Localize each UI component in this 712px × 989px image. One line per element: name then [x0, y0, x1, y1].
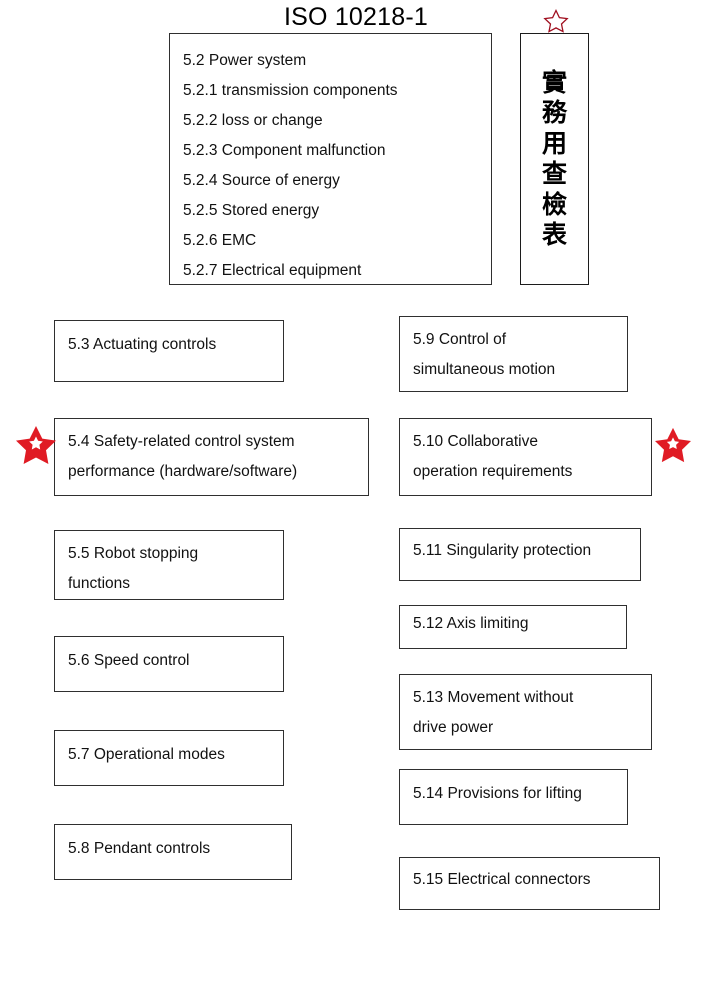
list-item: 5.2.2 loss or change: [183, 112, 323, 129]
box-line: 5.14 Provisions for lifting: [413, 785, 582, 802]
box-5-8-pendant-controls[interactable]: 5.8 Pendant controls: [54, 824, 292, 880]
box-5-4-safety-related-control-system[interactable]: 5.4 Safety-related control system perfor…: [54, 418, 369, 496]
box-5-11-singularity-protection[interactable]: 5.11 Singularity protection: [399, 528, 641, 581]
vertical-char: 表: [541, 220, 567, 249]
list-item: 5.2.6 EMC: [183, 232, 257, 249]
box-line: drive power: [413, 719, 494, 736]
list-item: 5.2.3 Component malfunction: [183, 142, 386, 159]
box-line: operation requirements: [413, 463, 573, 480]
list-item: 5.2.5 Stored energy: [183, 202, 320, 219]
box-line: 5.7 Operational modes: [68, 746, 225, 763]
box-line: 5.10 Collaborative: [413, 433, 538, 450]
box-line: simultaneous motion: [413, 361, 556, 378]
box-5-7-operational-modes[interactable]: 5.7 Operational modes: [54, 730, 284, 786]
box-5-10-collaborative-operation-requirements[interactable]: 5.10 Collaborative operation requirement…: [399, 418, 652, 496]
box-5-6-speed-control[interactable]: 5.6 Speed control: [54, 636, 284, 692]
box-line: 5.4 Safety-related control system: [68, 433, 295, 450]
vertical-char: 查: [541, 159, 567, 188]
box-power-system[interactable]: 5.2 Power system 5.2.1 transmission comp…: [169, 33, 492, 285]
list-item: 5.2.1 transmission components: [183, 82, 398, 99]
box-line: 5.5 Robot stopping: [68, 545, 199, 562]
box-line: 5.12 Axis limiting: [413, 615, 529, 632]
box-5-13-movement-without-drive-power[interactable]: 5.13 Movement without drive power: [399, 674, 652, 750]
box-line: 5.13 Movement without: [413, 689, 574, 706]
box-5-14-provisions-for-lifting[interactable]: 5.14 Provisions for lifting: [399, 769, 628, 825]
box-5-5-robot-stopping-functions[interactable]: 5.5 Robot stopping functions: [54, 530, 284, 600]
box-5-9-control-of-simultaneous-motion[interactable]: 5.9 Control of simultaneous motion: [399, 316, 628, 392]
box-line: 5.8 Pendant controls: [68, 840, 211, 857]
vertical-char: 用: [541, 128, 567, 158]
star-outline-icon: [543, 8, 569, 34]
box-5-15-electrical-connectors[interactable]: 5.15 Electrical connectors: [399, 857, 660, 910]
vertical-char: 實: [541, 67, 567, 97]
vertical-title-text: 實 務 用 查 檢 表: [521, 34, 588, 284]
box-5-12-axis-limiting[interactable]: 5.12 Axis limiting: [399, 605, 627, 649]
list-item: 5.2 Power system: [183, 52, 307, 69]
box-line: 5.6 Speed control: [68, 652, 190, 669]
star-filled-icon: [655, 426, 691, 464]
vertical-char: 檢: [541, 189, 567, 219]
page-title: ISO 10218-1: [284, 3, 428, 31]
list-item: 5.2.7 Electrical equipment: [183, 262, 362, 279]
star-filled-icon: [16, 424, 56, 466]
box-line: performance (hardware/software): [68, 463, 298, 480]
list-item: 5.2.4 Source of energy: [183, 172, 340, 189]
box-line: 5.9 Control of: [413, 331, 507, 348]
vertical-char: 務: [541, 98, 567, 127]
box-line: 5.15 Electrical connectors: [413, 871, 591, 888]
box-line: 5.11 Singularity protection: [413, 542, 592, 559]
box-5-3-actuating-controls[interactable]: 5.3 Actuating controls: [54, 320, 284, 382]
box-line: functions: [68, 575, 131, 592]
box-line: 5.3 Actuating controls: [68, 336, 217, 353]
box-vertical-title[interactable]: 實 務 用 查 檢 表: [520, 33, 589, 285]
